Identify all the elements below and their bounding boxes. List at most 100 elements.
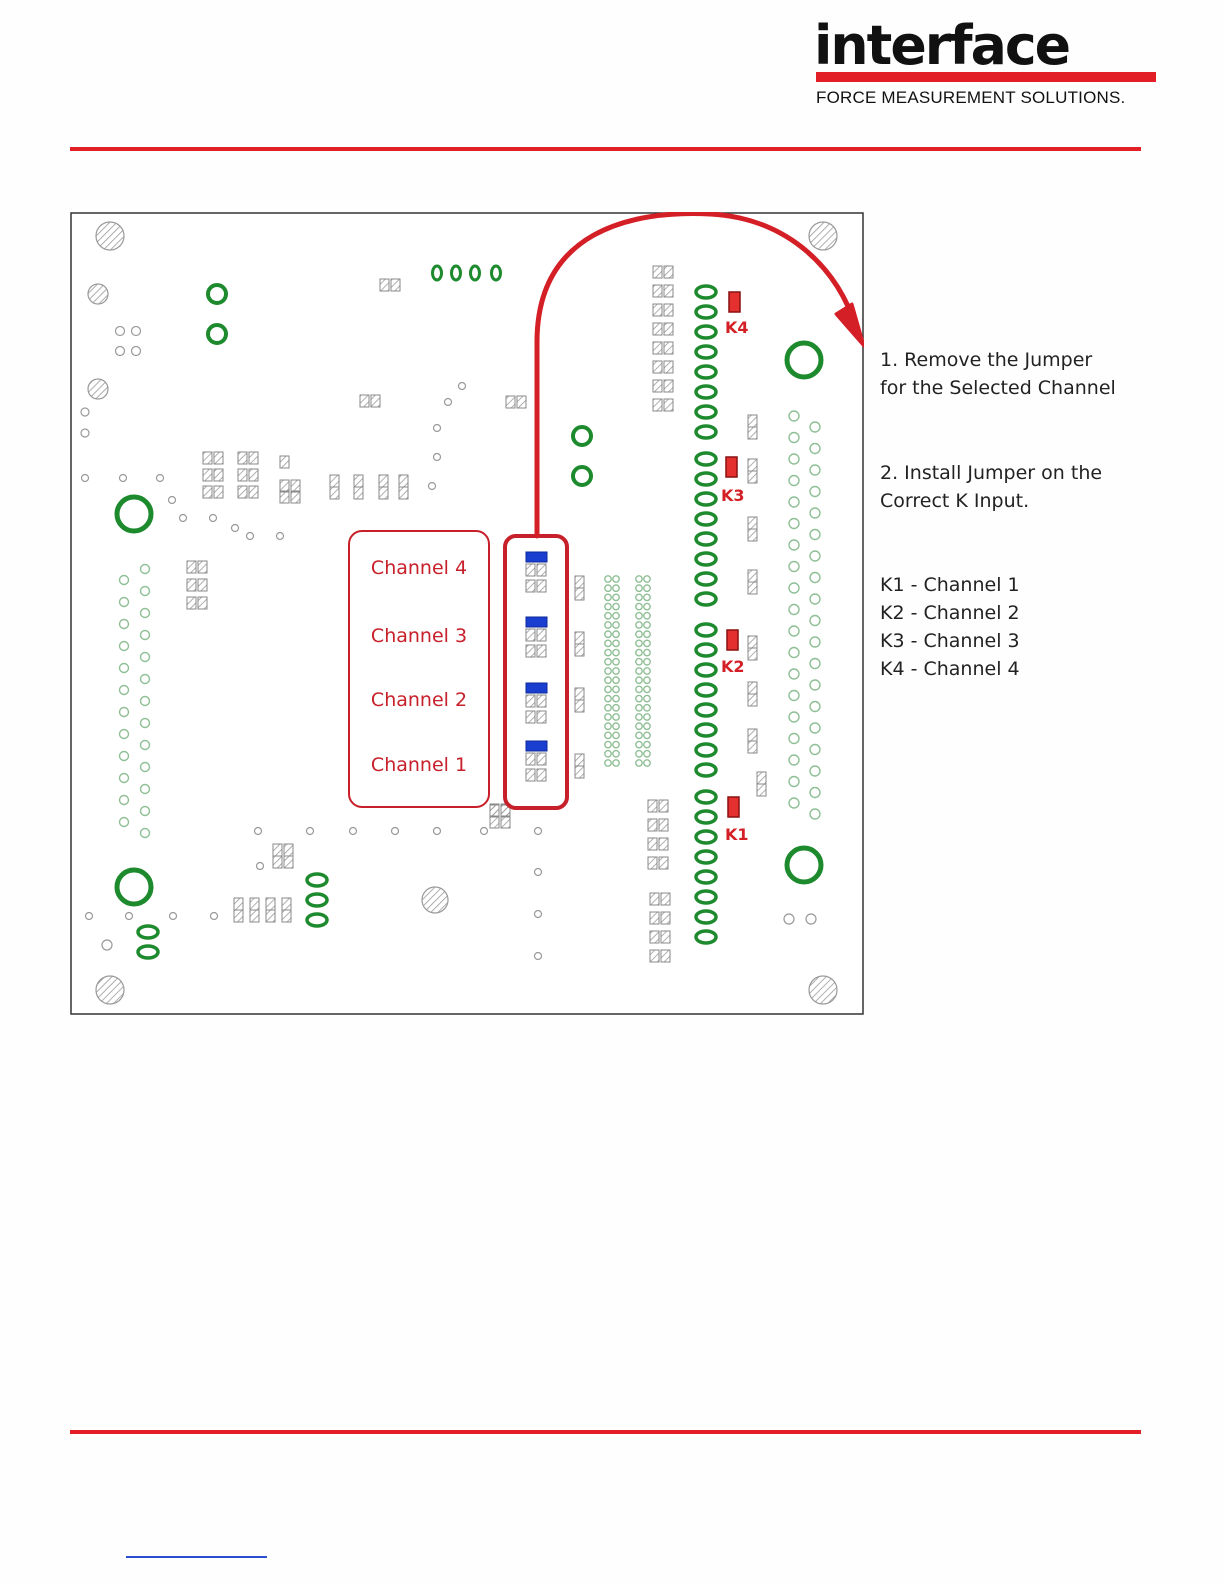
smd-pad <box>526 629 535 641</box>
header-pin <box>605 705 611 711</box>
terminal-pin <box>696 453 716 465</box>
terminal-pin <box>696 744 716 756</box>
smd-pad <box>187 597 196 609</box>
header-pin <box>636 686 642 692</box>
header-pin <box>636 668 642 674</box>
terminal-pin <box>696 831 716 843</box>
header-pin <box>636 695 642 701</box>
smd-pad <box>399 487 408 499</box>
smd-pad <box>659 857 668 869</box>
via-hole <box>82 475 89 482</box>
smd-pad <box>354 475 363 487</box>
k-input-jumper <box>726 457 737 477</box>
smd-pad <box>748 694 757 706</box>
smd-pad <box>198 597 207 609</box>
header-pin <box>644 622 650 628</box>
header-pin <box>636 585 642 591</box>
smd-pad <box>748 529 757 541</box>
k-input-jumper <box>727 630 738 650</box>
header-pin <box>789 497 799 507</box>
via-hole <box>434 454 441 461</box>
header-pin <box>636 659 642 665</box>
smd-pad <box>575 754 584 766</box>
smd-pad <box>526 753 535 765</box>
terminal-pin <box>307 894 327 906</box>
header-pin <box>644 594 650 600</box>
smd-pad <box>659 819 668 831</box>
footer-link-underline[interactable] <box>126 1556 267 1558</box>
header-pin <box>810 465 820 475</box>
legend-item-k3: K3 - Channel 3 <box>880 627 1020 655</box>
via-hole <box>307 828 314 835</box>
header-pin <box>141 653 150 662</box>
smd-pad <box>537 711 546 723</box>
header-pin <box>789 540 799 550</box>
smd-pad <box>526 695 535 707</box>
header-pin <box>120 598 129 607</box>
header-pin <box>605 695 611 701</box>
via-hole <box>169 497 176 504</box>
smd-pad <box>648 857 657 869</box>
terminal-pin <box>696 326 716 338</box>
header-pin <box>613 714 619 720</box>
via-hole <box>255 828 262 835</box>
connector-pin <box>471 266 480 280</box>
via-hole <box>277 533 284 540</box>
k-input-jumper <box>729 292 740 312</box>
smd-pad <box>537 629 546 641</box>
smd-pad <box>748 427 757 439</box>
smd-pad <box>273 856 282 868</box>
smd-pad <box>653 380 662 392</box>
header-pin <box>789 454 799 464</box>
header-pin <box>810 573 820 583</box>
header-pin <box>810 551 820 561</box>
smd-pad <box>757 784 766 796</box>
header-pin <box>789 411 799 421</box>
connector-pin <box>452 266 461 280</box>
header-pin <box>810 444 820 454</box>
via-hole <box>784 914 794 924</box>
smd-pad <box>664 361 673 373</box>
header-pin <box>789 583 799 593</box>
via-hole <box>211 913 218 920</box>
header-pin <box>810 788 820 798</box>
terminal-pin <box>696 791 716 803</box>
smd-pad <box>249 469 258 481</box>
via-hole <box>392 828 399 835</box>
smd-pad <box>748 741 757 753</box>
smd-pad <box>575 688 584 700</box>
terminal-pin <box>696 426 716 438</box>
header-pin <box>789 562 799 572</box>
header-pin <box>644 760 650 766</box>
header-pin <box>644 714 650 720</box>
via-hole <box>535 911 542 918</box>
green-pad <box>787 343 821 377</box>
header-pin <box>789 755 799 765</box>
header-pin <box>605 631 611 637</box>
terminal-pin <box>696 891 716 903</box>
header-pin <box>613 741 619 747</box>
header-pin <box>605 714 611 720</box>
smd-pad <box>330 475 339 487</box>
smd-pad <box>537 695 546 707</box>
channel-label-3: Channel 3 <box>371 625 467 647</box>
header-pin <box>613 760 619 766</box>
header-pin <box>605 668 611 674</box>
smd-pad <box>648 838 657 850</box>
terminal-pin <box>696 573 716 585</box>
smd-pad <box>360 395 369 407</box>
header-pin <box>120 818 129 827</box>
terminal-pin <box>138 926 158 938</box>
header-pin <box>613 705 619 711</box>
smd-pad <box>291 480 300 492</box>
smd-pad <box>380 279 389 291</box>
header-pin <box>644 659 650 665</box>
smd-pad <box>659 838 668 850</box>
smd-pad <box>661 912 670 924</box>
via-hole <box>535 828 542 835</box>
header-pin <box>789 669 799 679</box>
smd-pad <box>575 588 584 600</box>
smd-pad <box>575 766 584 778</box>
header-pin <box>613 631 619 637</box>
header-pin <box>613 576 619 582</box>
